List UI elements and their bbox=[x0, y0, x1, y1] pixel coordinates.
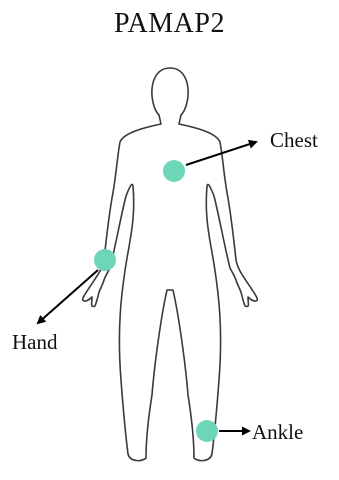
ankle-sensor-dot bbox=[196, 420, 218, 442]
hand-sensor-dot bbox=[94, 249, 116, 271]
chest-label: Chest bbox=[270, 128, 318, 153]
hand-arrow bbox=[38, 270, 98, 323]
ankle-label: Ankle bbox=[252, 420, 303, 445]
chest-sensor-dot bbox=[163, 160, 185, 182]
hand-label: Hand bbox=[12, 330, 58, 355]
